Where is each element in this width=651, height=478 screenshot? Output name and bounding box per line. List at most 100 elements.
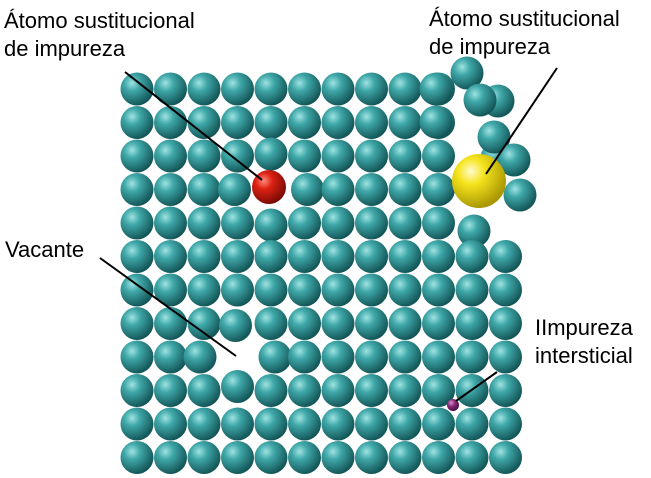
host-atom xyxy=(355,106,388,139)
host-atom xyxy=(254,72,288,106)
host-atom xyxy=(355,340,388,374)
label-vacancy-text: Vacante xyxy=(5,237,85,262)
host-atom xyxy=(120,173,154,206)
host-atom xyxy=(355,374,388,407)
host-atom xyxy=(489,240,522,273)
host-atom xyxy=(120,374,154,407)
host-atom xyxy=(154,206,187,240)
host-atom xyxy=(388,407,422,441)
host-atom xyxy=(455,307,489,340)
host-atom xyxy=(422,273,455,307)
host-atom-displaced xyxy=(477,120,511,154)
host-atom-displaced xyxy=(463,83,497,117)
host-atom xyxy=(388,106,422,139)
host-atom xyxy=(187,273,221,307)
host-atom xyxy=(187,307,221,340)
host-atom xyxy=(355,407,388,441)
substitutional-impurity-atom-large xyxy=(452,154,506,208)
host-atom xyxy=(221,72,254,106)
leader-line-substitutional-right xyxy=(485,67,558,175)
host-atom xyxy=(218,173,251,206)
host-atom xyxy=(455,407,489,441)
host-atom xyxy=(489,407,522,441)
host-atom xyxy=(457,214,491,248)
leader-line-vacancy xyxy=(99,257,237,357)
host-atom xyxy=(321,407,355,441)
host-atom xyxy=(321,206,355,240)
leader-line-substitutional-left xyxy=(124,71,263,181)
host-atom xyxy=(288,206,321,240)
host-atom xyxy=(388,206,422,240)
host-atom-displaced xyxy=(497,143,531,177)
label-interstitial: IImpureza intersticial xyxy=(535,314,633,370)
host-atom xyxy=(154,106,187,139)
host-atom xyxy=(187,240,221,273)
host-atom-displaced xyxy=(419,105,453,139)
host-atom xyxy=(187,206,221,240)
host-atom xyxy=(154,173,187,206)
host-atom xyxy=(455,273,489,307)
host-atom xyxy=(254,441,288,474)
host-atom xyxy=(154,340,187,374)
label-substitutional-left: Átomo sustitucional de impureza xyxy=(4,7,195,63)
host-atom xyxy=(489,340,522,374)
leader-line-interstitial xyxy=(455,371,498,402)
host-atom xyxy=(254,240,288,273)
label-vacancy: Vacante xyxy=(5,236,84,264)
host-atom xyxy=(154,441,187,474)
host-atom xyxy=(291,173,324,206)
host-atom xyxy=(355,441,388,474)
host-atom xyxy=(254,208,288,242)
host-atom xyxy=(288,374,321,407)
host-atom xyxy=(154,240,187,273)
host-atom xyxy=(187,374,221,407)
label-substitutional-right-line1: Átomo sustitucional xyxy=(429,6,620,31)
label-substitutional-left-line1: Átomo sustitucional xyxy=(4,8,195,33)
host-atom xyxy=(388,273,422,307)
host-atom xyxy=(321,374,355,407)
host-atom xyxy=(422,173,455,206)
host-atom xyxy=(422,441,455,474)
host-atom xyxy=(254,273,288,307)
host-atom xyxy=(254,374,288,407)
leader-lines xyxy=(99,67,558,402)
host-atom xyxy=(355,307,388,340)
label-interstitial-line2: intersticial xyxy=(535,343,633,368)
interstitial-impurity-atom xyxy=(447,399,459,411)
host-atom xyxy=(221,139,254,173)
host-atom xyxy=(455,340,489,374)
label-interstitial-line1: IImpureza xyxy=(535,315,633,340)
host-atom xyxy=(388,374,422,407)
host-atom xyxy=(221,240,254,273)
host-atom xyxy=(355,240,388,273)
host-atom xyxy=(288,72,321,106)
host-atom xyxy=(321,340,355,374)
host-atom-displaced xyxy=(419,72,453,106)
host-atom xyxy=(422,407,455,441)
host-atom xyxy=(288,273,321,307)
host-atom xyxy=(288,240,321,273)
host-atom xyxy=(355,139,388,173)
host-atom-displaced xyxy=(503,178,537,212)
host-atom xyxy=(120,206,154,240)
host-atom xyxy=(154,407,187,441)
host-atom xyxy=(489,441,522,474)
host-lattice xyxy=(120,56,537,474)
host-atom xyxy=(187,72,221,106)
host-atom xyxy=(154,273,187,307)
host-atom xyxy=(187,441,221,474)
host-atom xyxy=(355,273,388,307)
host-atom xyxy=(120,139,154,173)
host-atom xyxy=(221,106,254,139)
host-atom xyxy=(388,173,422,206)
host-atom xyxy=(120,441,154,474)
host-atom xyxy=(321,307,355,340)
host-atom xyxy=(120,106,154,139)
host-atom-displaced xyxy=(450,56,484,90)
host-atom xyxy=(388,139,422,173)
host-atom xyxy=(221,370,254,403)
host-atom xyxy=(221,273,254,307)
host-atom xyxy=(388,340,422,374)
host-atom xyxy=(489,374,522,407)
host-atom xyxy=(288,340,321,374)
